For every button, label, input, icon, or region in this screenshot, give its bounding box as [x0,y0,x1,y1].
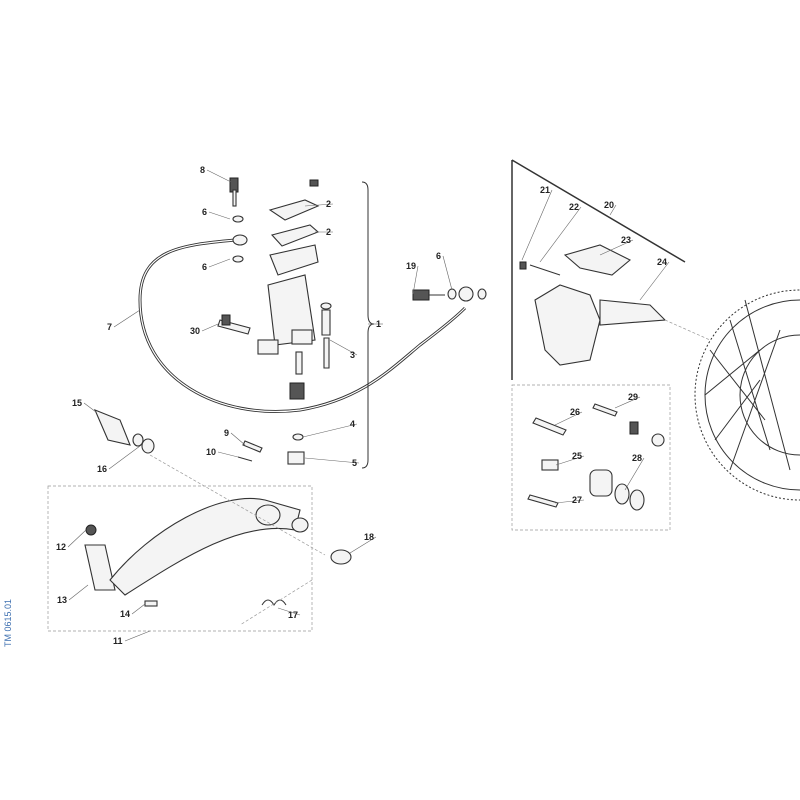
callout-18: 18 [364,532,374,542]
leader-line [217,451,239,458]
leader-line [208,258,231,268]
callout-17: 17 [288,610,298,620]
brake-pedal [84,408,352,607]
leader-line [412,265,419,295]
callout-20: 20 [604,200,614,210]
leader-line [639,261,670,301]
callout-19: 19 [406,261,416,271]
leader-line [554,411,583,426]
leader-line [83,402,97,413]
callout-2: 2 [326,199,331,209]
leader-line [304,203,334,207]
callout-15: 15 [72,398,82,408]
leader-line [124,630,151,642]
callout-9: 9 [224,428,229,438]
callout-4: 4 [350,419,355,429]
callout-30: 30 [190,326,200,336]
callout-5: 5 [352,458,357,468]
callout-16: 16 [97,464,107,474]
callout-26: 26 [570,407,580,417]
callout-7: 7 [107,322,112,332]
callout-22: 22 [569,202,579,212]
leader-line [609,204,617,216]
callout-12: 12 [56,542,66,552]
leader-line [131,603,146,615]
leader-line [329,339,358,356]
leader-line [230,432,246,446]
leader-line [555,455,585,466]
leader-line [208,211,231,220]
leader-line [599,239,634,256]
leader-line [113,309,141,328]
callout-14: 14 [120,609,130,619]
leader-line [201,323,219,332]
leader-line [108,445,141,470]
leader-line [521,189,553,261]
callout-28: 28 [632,453,642,463]
brake-disc [694,289,800,501]
callout-27: 27 [572,495,582,505]
brake-caliper [519,244,667,511]
callout-2: 2 [326,227,331,237]
leader-line [277,607,301,616]
leader-line [304,457,360,464]
leader-line [624,457,645,491]
callout-24: 24 [657,257,667,267]
callout-23: 23 [621,235,631,245]
callout-21: 21 [540,185,550,195]
master-cylinder [217,177,332,465]
leader-line [349,536,377,554]
leader-line [67,529,87,548]
leader-line [68,584,89,601]
callout-11: 11 [113,636,123,646]
leader-line [614,396,641,409]
callout-8: 8 [200,165,205,175]
callout-25: 25 [572,451,582,461]
callout-13: 13 [57,595,67,605]
leader-line [442,255,453,291]
callout-3: 3 [350,350,355,360]
callout-10: 10 [206,447,216,457]
callout-6: 6 [436,251,441,261]
callout-29: 29 [628,392,638,402]
leader-line [554,499,585,504]
callout-1: 1 [376,319,381,329]
callout-6: 6 [202,262,207,272]
leader-line [302,423,358,438]
leader-line [539,206,582,263]
callout-6: 6 [202,207,207,217]
leader-line [206,169,232,183]
